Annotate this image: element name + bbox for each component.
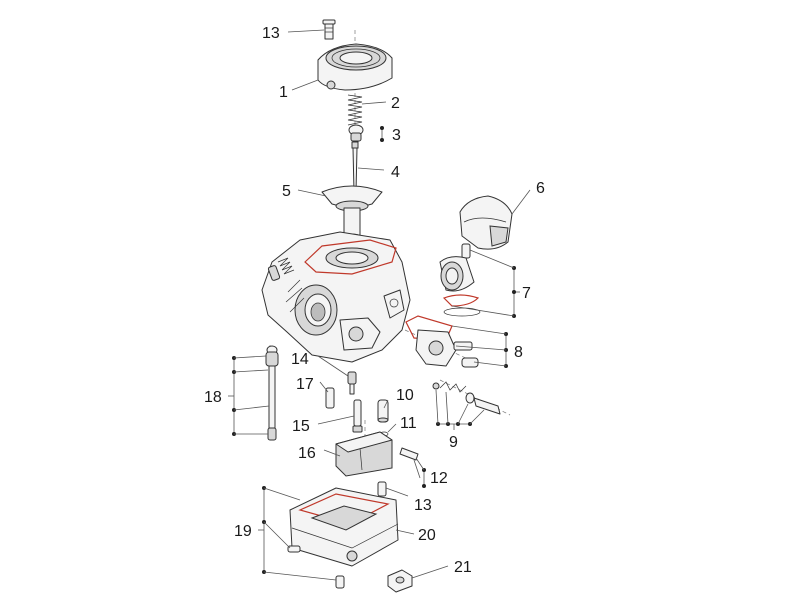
spring-part [347, 94, 363, 126]
side-housing-part [405, 315, 479, 368]
callout-11: 11 [400, 415, 417, 432]
jets-parts [325, 371, 363, 433]
callout-1: 1 [279, 84, 288, 101]
callout-13-lower: 13 [414, 497, 432, 514]
starter-plunger-part [265, 345, 279, 441]
callout-15: 15 [292, 418, 310, 435]
callout-10: 10 [396, 387, 414, 404]
callout-5: 5 [282, 183, 291, 200]
idle-screw-assembly [267, 257, 295, 281]
top-screw-part [322, 19, 336, 40]
callout-21: 21 [454, 559, 472, 576]
top-cover-part [317, 43, 393, 91]
callout-9: 9 [449, 434, 458, 451]
callout-3: 3 [392, 127, 401, 144]
callout-14: 14 [291, 351, 309, 368]
callout-18: 18 [204, 389, 222, 406]
choke-valve-part [439, 243, 481, 317]
bowl-screws-part [287, 545, 345, 589]
needle-retainer-part [348, 124, 364, 142]
carburetor-body [261, 231, 411, 363]
float-bowl-part [289, 487, 399, 567]
callout-19: 19 [234, 523, 252, 540]
callout-20: 20 [418, 527, 436, 544]
callout-4: 4 [391, 164, 400, 181]
float-pin-part [399, 447, 419, 461]
cover-cap-part [459, 195, 513, 250]
callout-16: 16 [298, 445, 316, 462]
jet-needle-part [351, 141, 359, 193]
callout-labels: 13 1 2 3 4 5 6 7 8 9 10 11 12 13 14 15 1… [204, 25, 545, 576]
lower-screw-part [377, 481, 387, 497]
diaphragm-slide-part [321, 185, 383, 239]
mixture-screw-part [432, 381, 501, 415]
callout-17: 17 [296, 376, 314, 393]
bracket-part [387, 569, 413, 593]
callout-13-top: 13 [262, 25, 280, 42]
callout-8: 8 [514, 344, 523, 361]
callout-2: 2 [391, 95, 400, 112]
callout-12: 12 [430, 470, 448, 487]
leader-lines [233, 29, 531, 581]
float-part [335, 431, 393, 477]
callout-6: 6 [536, 180, 545, 197]
callout-7: 7 [522, 285, 531, 302]
